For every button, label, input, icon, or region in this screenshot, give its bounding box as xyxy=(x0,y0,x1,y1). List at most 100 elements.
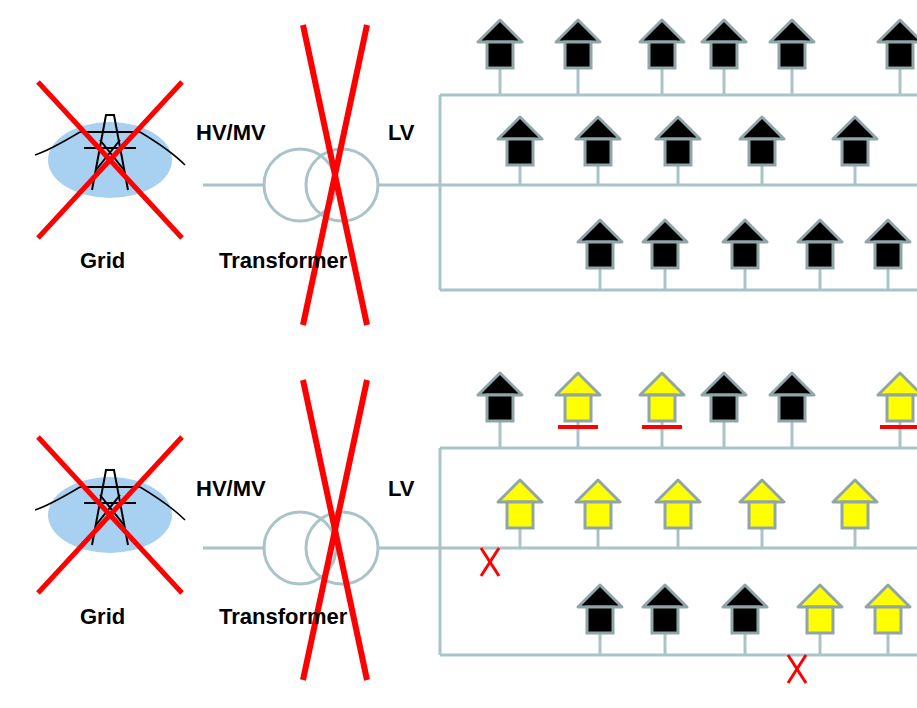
house-roof xyxy=(576,480,620,502)
service-line xyxy=(677,528,680,548)
service-line xyxy=(519,528,522,548)
component-label: Transformer xyxy=(219,250,347,272)
house-body xyxy=(565,42,591,68)
service-line xyxy=(664,633,667,655)
house-roof xyxy=(798,220,842,242)
outage-cross xyxy=(38,437,182,593)
house-body xyxy=(652,242,678,268)
house-roof xyxy=(498,480,542,502)
service-line xyxy=(761,165,764,185)
outage-cross xyxy=(303,380,367,680)
house-roof xyxy=(878,373,917,395)
open-switch xyxy=(788,655,806,683)
house-body xyxy=(649,42,675,68)
component-label: HV/MV xyxy=(196,478,266,500)
service-line xyxy=(677,165,680,185)
service-line xyxy=(899,68,902,95)
lv-feeder xyxy=(440,94,917,97)
house-roof xyxy=(656,480,700,502)
house-roof xyxy=(866,220,910,242)
house-roof xyxy=(740,480,784,502)
house-body xyxy=(779,395,805,421)
house-roof xyxy=(643,220,687,242)
house-body xyxy=(887,42,913,68)
house-roof xyxy=(643,585,687,607)
house-roof xyxy=(740,117,784,139)
service-line xyxy=(519,165,522,185)
house-body xyxy=(875,607,901,633)
service-line xyxy=(761,528,764,548)
house-roof xyxy=(556,373,600,395)
open-switch xyxy=(788,655,806,683)
lv-feeder xyxy=(440,654,917,657)
house-body xyxy=(807,607,833,633)
house-roof xyxy=(656,117,700,139)
house-roof xyxy=(770,20,814,42)
house-body xyxy=(507,139,533,165)
house-roof xyxy=(833,480,877,502)
service-line xyxy=(744,268,747,290)
component-label: Grid xyxy=(80,250,125,272)
house-roof xyxy=(702,20,746,42)
service-line xyxy=(577,68,580,95)
open-switch xyxy=(481,548,499,576)
component-label: HV/MV xyxy=(196,122,266,144)
outage-cross xyxy=(38,82,182,238)
house-body xyxy=(732,607,758,633)
service-line xyxy=(599,268,602,290)
house-body xyxy=(842,502,868,528)
house-roof xyxy=(478,373,522,395)
service-line xyxy=(819,268,822,290)
house-roof xyxy=(640,20,684,42)
service-line xyxy=(499,68,502,95)
house-body xyxy=(585,502,611,528)
house-body xyxy=(779,42,805,68)
service-line xyxy=(819,633,822,655)
service-line xyxy=(791,421,794,448)
house-body xyxy=(587,607,613,633)
service-line xyxy=(854,165,857,185)
house-body xyxy=(887,395,913,421)
outage-cross xyxy=(303,25,367,325)
islanded-marker xyxy=(642,425,682,429)
service-line xyxy=(599,633,602,655)
service-line xyxy=(887,268,890,290)
service-line xyxy=(597,528,600,548)
house-roof xyxy=(878,20,917,42)
house-roof xyxy=(866,585,910,607)
house-body xyxy=(875,242,901,268)
lv-line xyxy=(378,547,440,550)
service-line xyxy=(597,165,600,185)
house-roof xyxy=(702,373,746,395)
outage-cross xyxy=(38,437,182,593)
house-roof xyxy=(576,117,620,139)
house-body xyxy=(587,242,613,268)
service-line xyxy=(661,68,664,95)
service-line xyxy=(723,421,726,448)
house-body xyxy=(487,42,513,68)
house-roof xyxy=(723,585,767,607)
open-switch xyxy=(481,548,499,576)
islanded-marker xyxy=(880,425,917,429)
house-roof xyxy=(498,117,542,139)
hv-line xyxy=(203,547,265,550)
lv-line xyxy=(378,184,440,187)
lv-feeder xyxy=(440,289,917,292)
house-body xyxy=(565,395,591,421)
house-body xyxy=(649,395,675,421)
house-body xyxy=(711,42,737,68)
house-body xyxy=(585,139,611,165)
house-roof xyxy=(723,220,767,242)
component-label: Grid xyxy=(80,606,125,628)
house-body xyxy=(749,502,775,528)
service-line xyxy=(791,68,794,95)
house-roof xyxy=(770,373,814,395)
house-body xyxy=(807,242,833,268)
house-body xyxy=(732,242,758,268)
component-label: LV xyxy=(388,478,414,500)
house-body xyxy=(507,502,533,528)
service-line xyxy=(499,421,502,448)
lv-busbar xyxy=(439,448,442,655)
